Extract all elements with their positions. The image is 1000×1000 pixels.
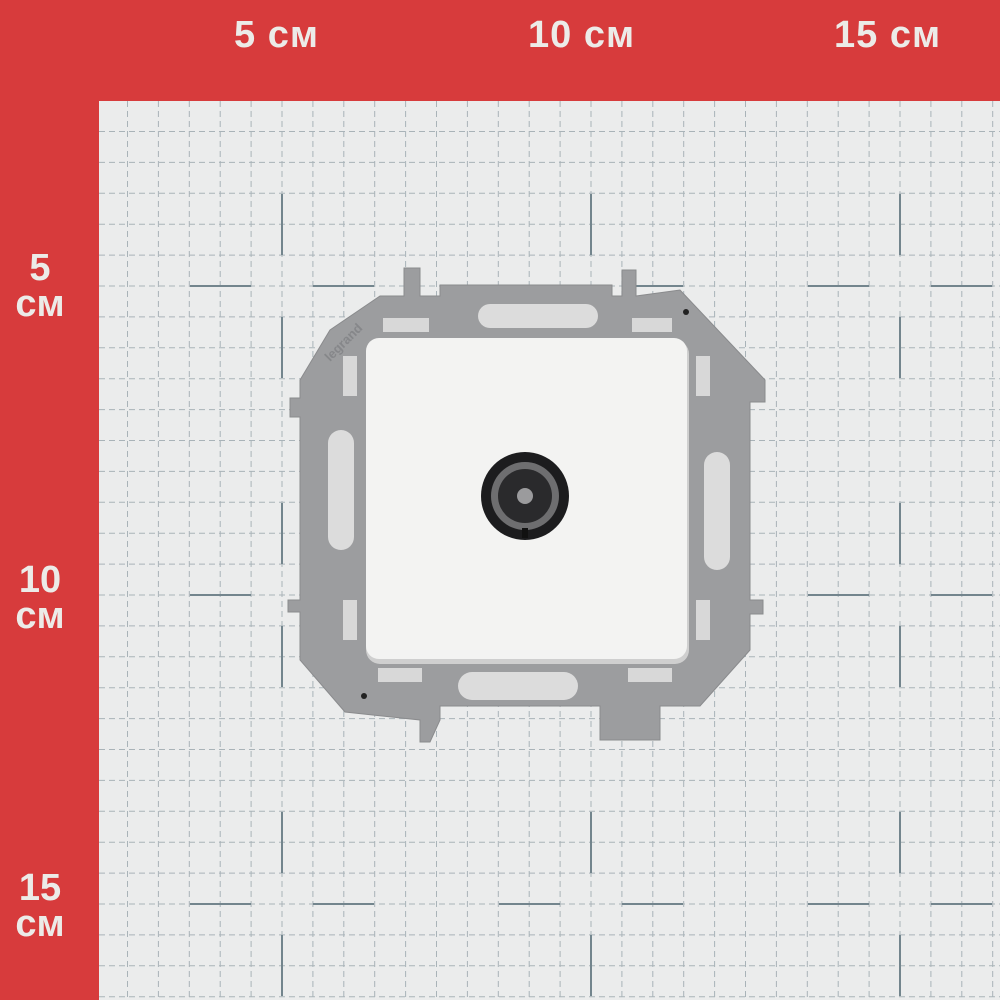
side-ruler-label-5cm: 5 см <box>0 247 80 325</box>
side-ruler-number: 15 <box>18 867 62 909</box>
screw-slot-right <box>704 452 730 570</box>
side-ruler-unit: см <box>15 283 65 325</box>
coax-key-notch <box>522 528 528 538</box>
socket-plate <box>366 338 689 664</box>
frame-slot <box>632 318 672 332</box>
side-ruler-unit: см <box>15 903 65 945</box>
frame-slot <box>383 318 429 332</box>
frame-marker-dot <box>683 309 689 315</box>
frame-slot <box>378 668 422 682</box>
screw-slot-bottom <box>458 672 578 700</box>
ruler-label-5cm: 5 см <box>234 14 319 56</box>
ruler-label-10cm: 10 см <box>528 14 636 56</box>
coax-pin-icon <box>517 488 533 504</box>
frame-slot <box>696 600 710 640</box>
side-ruler-number: 5 <box>29 247 51 289</box>
frame-slot <box>696 356 710 396</box>
frame-marker-dot <box>361 693 367 699</box>
side-ruler-label-10cm: 10 см <box>0 559 80 637</box>
frame-slot <box>343 356 357 396</box>
ruler-label-15cm: 15 см <box>834 14 942 56</box>
side-ruler-number: 10 <box>18 559 62 601</box>
frame-slot <box>343 600 357 640</box>
screw-slot-top <box>478 304 598 328</box>
side-ruler-label-15cm: 15 см <box>0 867 80 945</box>
side-ruler-unit: см <box>15 595 65 637</box>
screw-slot-left <box>328 430 354 550</box>
frame-slot <box>628 668 672 682</box>
